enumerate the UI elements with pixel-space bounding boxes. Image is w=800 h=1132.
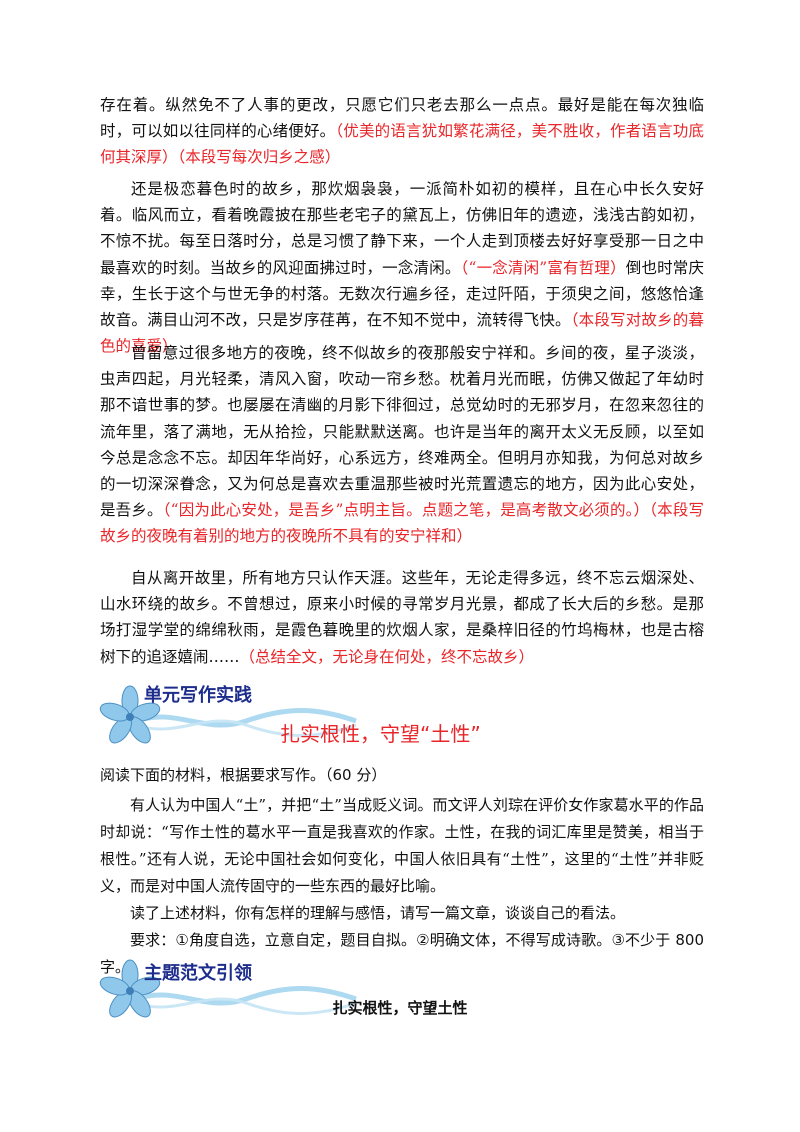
prompt-task: 读了上述材料，你有怎样的理解与感悟，请写一篇文章，谈谈自己的看法。 — [130, 904, 626, 922]
prompt-material: 有人认为中国人“土”，并把“土”当成贬义词。而文评人刘琮在评价女作家葛水平的作品… — [100, 796, 704, 895]
annotation-note: （总结全文，无论身在何处，终不忘故乡） — [239, 647, 535, 666]
prompt-intro: 阅读下面的材料，根据要求写作。（60 分） — [100, 766, 387, 784]
passage-paragraph-1: 存在着。纵然免不了人事的更改，只愿它们只老去那么一点点。最好是能在每次独临时，可… — [100, 96, 704, 167]
flower-ribbon-icon — [99, 685, 357, 744]
annotation-note: （“因为此心安处，是吾乡”点明主旨。点题之笔，是高考散文必须的。）（本段写故乡的… — [100, 501, 704, 546]
annotation-note: （“一念清闲”富有哲理） — [460, 258, 626, 277]
section-title: 主题范文引领 — [144, 963, 252, 984]
annotation-note: （本段写对故乡的暮色的喜爱） — [100, 311, 704, 356]
section-title: 单元写作实践 — [144, 685, 252, 706]
flower-ribbon-icon — [99, 959, 357, 1018]
passage-paragraph-2: 还是极恋暮色时的故乡，那炊烟袅袅，一派简朴如初的模样，且在心中长久安好着。临风而… — [100, 180, 704, 356]
section-banner-writing-practice: 单元写作实践 — [96, 677, 436, 747]
passage-paragraph-3: 曾留意过很多地方的夜晚，终不似故乡的夜那般安宁祥和。乡间的夜，星子淡淡，虫声四起… — [100, 344, 704, 546]
section-banner-model-essay: 主题范文引领 — [96, 955, 436, 1025]
passage-paragraph-4: 自从离开故里，所有地方只认作天涯。这些年，无论走得多远，终不忘云烟深处、山水环绕… — [100, 569, 704, 666]
essay-title: 扎实根性，守望土性 — [332, 999, 468, 1017]
annotation-note: （优美的语言犹如繁花满径，美不胜收，作者语言功底何其深厚）（本段写每次归乡之感） — [100, 122, 704, 167]
writing-topic-title: 扎实根性，守望“土性” — [280, 722, 481, 746]
